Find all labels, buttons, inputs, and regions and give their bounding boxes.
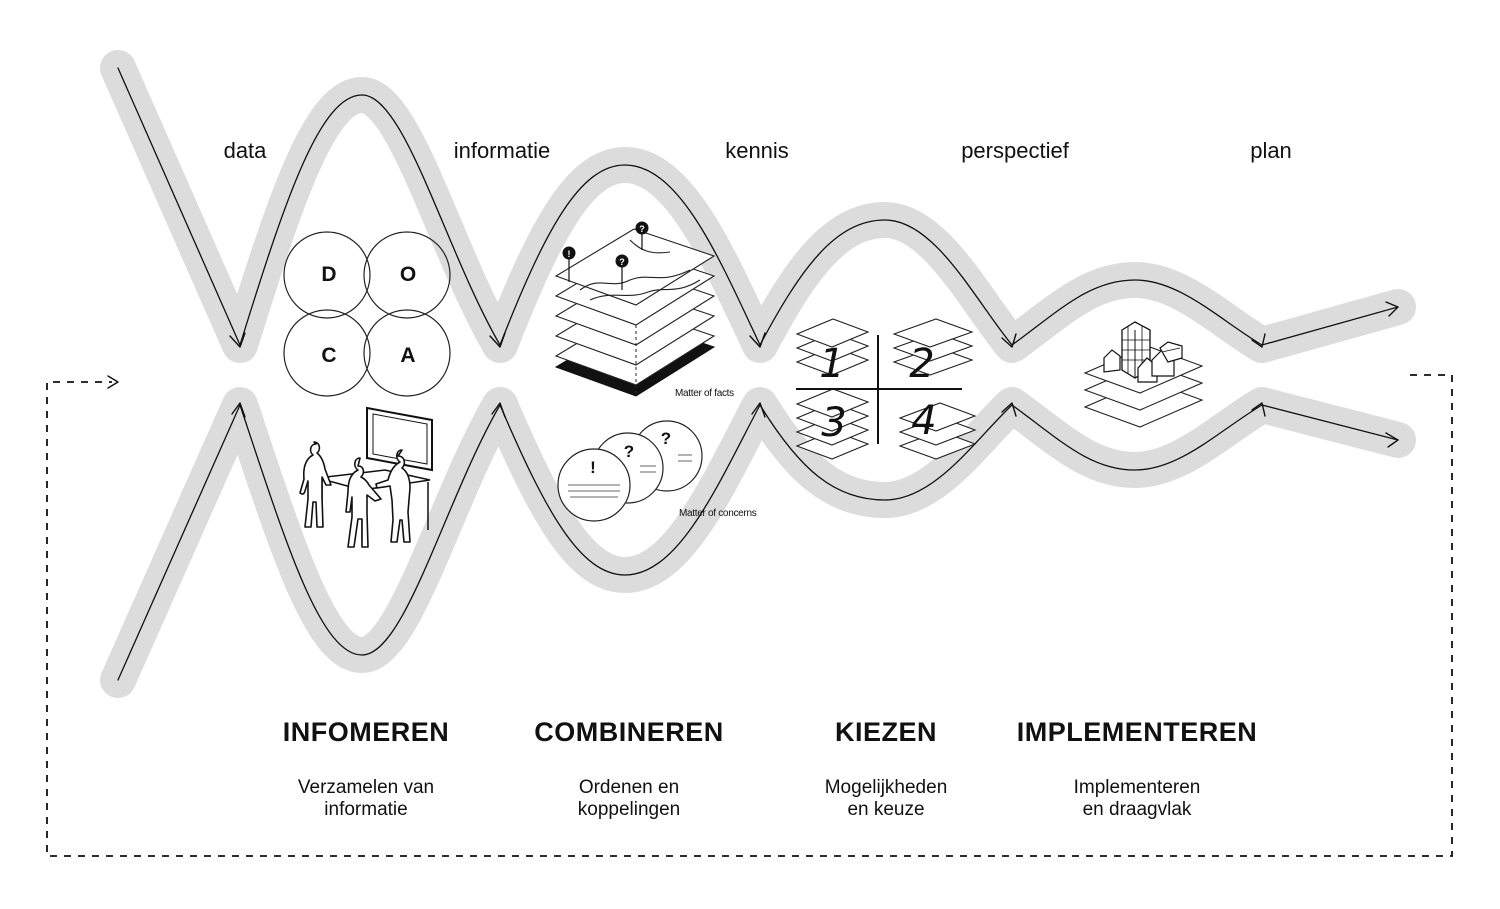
choice-quadrants-icon: 1 2 3 4 (795, 318, 977, 460)
buildings-on-layers-icon (1083, 321, 1204, 428)
doca-letter-o: O (400, 263, 416, 286)
upper-arrowheads (229, 301, 1399, 348)
matter-of-concerns-icon: ? ? ! (557, 420, 703, 522)
phase-title-infomeren: INFOMEREN (283, 717, 450, 747)
phase-desc-infomeren-line1: Verzamelen van (298, 777, 434, 798)
arrowhead-icon (1385, 301, 1399, 317)
arrowhead-icon (229, 332, 246, 348)
phase-title-kiezen: KIEZEN (835, 717, 937, 747)
phase-title-combineren: COMBINEREN (534, 717, 724, 747)
doca-letter-a: A (400, 344, 415, 367)
people-at-screen-icon (299, 406, 433, 548)
phase-desc-implementeren-line1: Implementeren (1074, 777, 1201, 798)
choice-number-4: 4 (911, 398, 936, 444)
caption-matter-of-facts: Matter of facts (675, 388, 734, 399)
arrowhead-icon (1251, 402, 1266, 417)
arrowhead-icon (489, 332, 506, 348)
pin-mark: ? (619, 257, 625, 267)
phase-title-implementeren: IMPLEMENTEREN (1017, 717, 1258, 747)
arrowhead-icon (749, 332, 766, 348)
feedback-loop-line (46, 374, 1453, 857)
concern-mark: ? (661, 429, 671, 448)
choice-number-2: 2 (909, 341, 934, 387)
choice-number-3: 3 (821, 400, 846, 446)
phase-desc-combineren-line1: Ordenen en (579, 777, 679, 798)
doca-circles-icon: D O C A (283, 231, 451, 397)
arrowhead-icon (751, 402, 766, 418)
stage-label-kennis: kennis (725, 138, 789, 163)
choice-number-1: 1 (819, 341, 844, 387)
lower-wave-band (100, 387, 1416, 698)
phase-desc-implementeren-line2: en draagvlak (1083, 799, 1192, 820)
pin-mark: ! (568, 249, 571, 259)
stage-label-perspectief: perspectief (961, 138, 1070, 163)
feedback-arrow-icon (107, 375, 119, 389)
stage-label-plan: plan (1250, 138, 1292, 163)
concern-mark: ? (624, 442, 634, 461)
arrowhead-icon (1385, 432, 1399, 448)
phase-desc-infomeren-line2: informatie (324, 799, 407, 820)
lower-arrowheads (231, 402, 1399, 448)
stage-label-informatie: informatie (454, 138, 551, 163)
arrowhead-icon (491, 402, 506, 418)
arrowhead-icon (1001, 333, 1017, 348)
doca-letter-c: C (321, 344, 336, 367)
upper-wave-band (100, 50, 1416, 363)
doca-letter-d: D (321, 263, 336, 286)
pin-mark: ? (639, 224, 645, 234)
phase-desc-kiezen-line2: en keuze (847, 799, 924, 820)
matter-of-facts-layers-icon: ! ? ? (554, 221, 716, 397)
phase-desc-kiezen-line1: Mogelijkheden (825, 777, 948, 798)
arrowhead-icon (1001, 402, 1017, 417)
arrowhead-icon (231, 402, 246, 418)
arrowhead-icon (1251, 333, 1266, 348)
phase-desc-combineren-line2: koppelingen (578, 799, 680, 820)
lower-flow-line (117, 404, 1399, 681)
upper-flow-line (117, 67, 1399, 346)
concern-mark: ! (590, 458, 596, 477)
stage-label-data: data (224, 138, 268, 163)
caption-matter-of-concerns: Matter of concerns (679, 508, 757, 519)
